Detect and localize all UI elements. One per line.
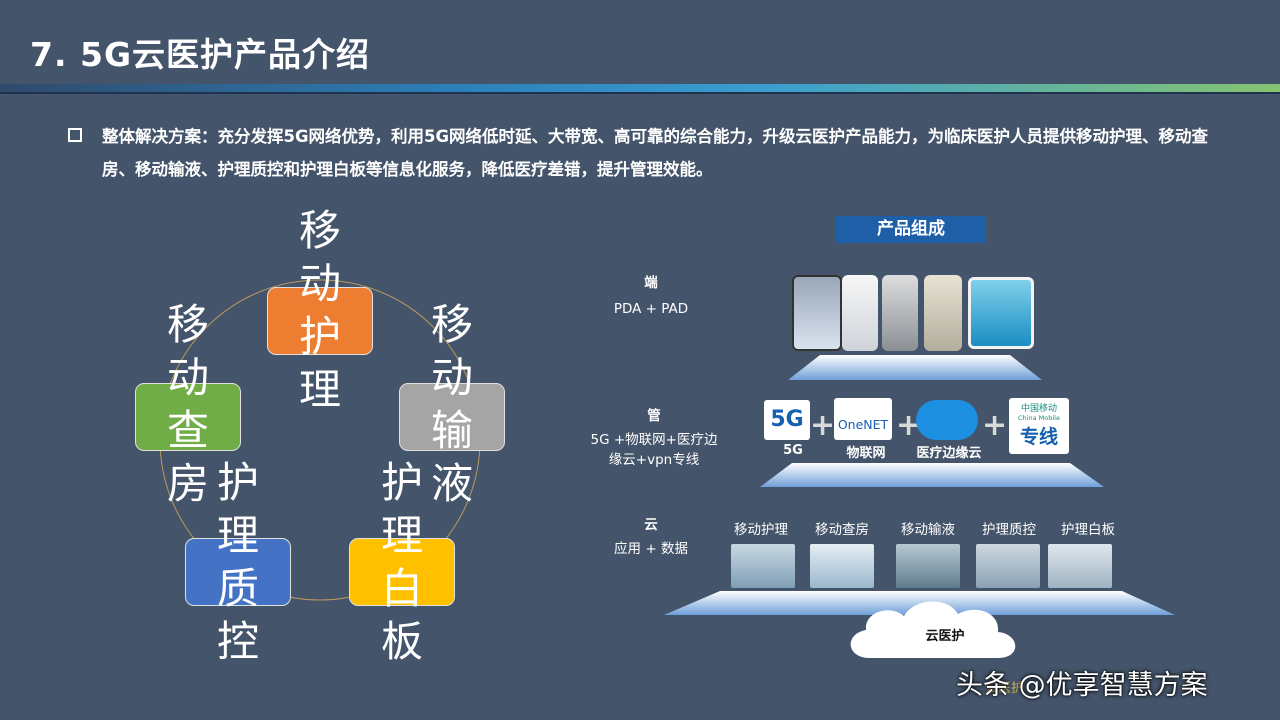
app-label-mobile-infusion: 移动输液: [901, 522, 955, 538]
app-image-mobile-nursing: [731, 544, 795, 588]
app-image-nursing-whiteboard: [1048, 544, 1112, 588]
cycle-node-nursing-whiteboard: [349, 538, 455, 606]
app-image-mobile-infusion: [896, 544, 960, 588]
device-pda-silver: [882, 275, 918, 351]
device-pad-large: [792, 275, 842, 351]
logo-onenet: OneNET: [834, 398, 892, 440]
watermark-logo-text: 云医护: [985, 681, 1025, 696]
app-image-mobile-rounds: [810, 544, 874, 588]
logo-cm-sub: China Mobile: [1018, 414, 1060, 422]
watermark: 头条 @优享智慧方案: [956, 670, 1208, 701]
app-label-mobile-rounds: 移动查房: [815, 522, 869, 538]
device-pda-beige: [924, 275, 962, 351]
platform-cloud: [664, 591, 1175, 615]
caption-5g: 5G: [783, 443, 803, 458]
platform-network: [760, 463, 1104, 487]
app-label-mobile-nursing: 移动护理: [734, 522, 788, 538]
page-title: 7. 5G云医护产品介绍: [30, 35, 371, 74]
title-underline: [0, 84, 1280, 92]
logo-dedicated-line: 中国移动 China Mobile 专线: [1009, 398, 1069, 454]
cycle-label-mobile-rounds: 移动查房: [166, 300, 209, 508]
app-label-nursing-qc: 护理质控: [982, 522, 1036, 538]
cycle-node-mobile-nursing: [267, 287, 373, 355]
edge-cloud-icon: [916, 400, 978, 440]
cloud-label: 云医护: [925, 629, 965, 644]
cloud-icon: [850, 601, 1016, 658]
plus-icon-3: +: [982, 408, 1008, 443]
layer-network-label: 管 5G +物联网+医疗边缘云+vpn专线: [588, 406, 720, 470]
logo-cm-text: 中国移动: [1020, 404, 1057, 414]
device-tablet: [968, 277, 1034, 349]
caption-iot: 物联网: [846, 446, 886, 461]
diagram-title: 产品组成: [836, 216, 986, 243]
cycle-label-nursing-qc: 护理质控: [216, 458, 259, 666]
layer-cloud-heading: 云: [644, 517, 658, 533]
layer-network-text: 5G +物联网+医疗边缘云+vpn专线: [590, 432, 718, 468]
logo-5g: 5G: [764, 400, 810, 440]
layer-terminal-label: 端 PDA + PAD: [596, 273, 706, 319]
cycle-node-nursing-qc: [185, 538, 291, 606]
intro-text: 整体解决方案：充分发挥5G网络优势，利用5G网络低时延、大带宽、高可靠的综合能力…: [102, 127, 1209, 179]
title-underline-shadow: [0, 92, 1280, 94]
cycle-node-mobile-infusion: [399, 383, 505, 451]
layer-terminal-text: PDA + PAD: [613, 301, 689, 317]
app-image-nursing-qc: [976, 544, 1040, 588]
caption-edge-cloud: 医疗边缘云: [916, 446, 982, 461]
bullet-square-icon: [68, 128, 82, 142]
layer-terminal-heading: 端: [644, 275, 658, 291]
cycle-label-mobile-infusion: 移动输液: [430, 300, 473, 508]
layer-network-heading: 管: [647, 408, 661, 424]
app-label-nursing-whiteboard: 护理白板: [1061, 522, 1115, 538]
plus-icon-1: +: [810, 408, 836, 443]
logo-5g-text: 5G: [770, 407, 804, 432]
cycle-label-mobile-nursing: 移动护理: [298, 206, 341, 414]
logo-onenet-text: OneNET: [837, 417, 889, 432]
device-pda-white: [842, 275, 878, 351]
cycle-node-mobile-rounds: [135, 383, 241, 451]
platform-terminal: [788, 355, 1042, 380]
layer-cloud-text: 应用 + 数据: [614, 541, 688, 557]
cycle-label-nursing-whiteboard: 护理白板: [380, 458, 423, 666]
layer-cloud-label: 云 应用 + 数据: [596, 515, 706, 559]
logo-zx-text: 专线: [1019, 426, 1058, 448]
